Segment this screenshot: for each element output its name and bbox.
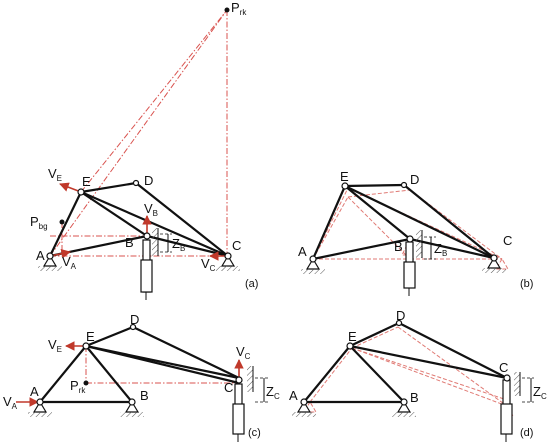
svg-text:VA: VA xyxy=(62,254,77,271)
panel-tag-c: (c) xyxy=(248,427,261,439)
dim-label-main: Z xyxy=(266,384,274,399)
vector-label-va: V xyxy=(3,394,12,409)
dim-label-main: Z xyxy=(533,384,541,399)
svg-text:ZB: ZB xyxy=(434,241,447,258)
svg-text:Prk: Prk xyxy=(70,378,86,395)
actuator-c xyxy=(232,366,254,442)
vector-label-vc: V xyxy=(201,256,210,271)
joint-label-b: B xyxy=(140,388,149,403)
dim-label-main: Z xyxy=(172,236,180,251)
dimension-zb: ZB xyxy=(424,236,447,260)
truss-members xyxy=(311,183,496,261)
truss-members xyxy=(48,181,230,258)
svg-text:VB: VB xyxy=(144,201,158,218)
panel-tag-a: (a) xyxy=(245,278,258,290)
vector-label-ve: V xyxy=(48,337,57,352)
joint-label-e: E xyxy=(86,329,95,344)
joints xyxy=(309,181,498,263)
dim-label-sub: C xyxy=(274,392,280,401)
vector-label-vc-sub: C xyxy=(210,264,216,273)
svg-text:VC: VC xyxy=(236,344,251,361)
joint-label-c: C xyxy=(499,360,508,375)
joint-label-d: D xyxy=(130,312,139,327)
labels: A B C D E (d) xyxy=(289,308,533,439)
pole-label-prk: P xyxy=(231,0,240,15)
joint-label-c: C xyxy=(503,233,512,248)
vector-label-vb: V xyxy=(144,201,153,216)
panel-b: ZB A B C D E (b) xyxy=(298,169,533,296)
svg-text:ZC: ZC xyxy=(266,384,280,401)
svg-text:VE: VE xyxy=(48,166,62,183)
joint-label-c: C xyxy=(232,238,241,253)
svg-text:VA: VA xyxy=(3,394,18,411)
joint-label-b: B xyxy=(410,390,419,405)
velocity-e-arrow xyxy=(59,182,82,193)
vector-label-va-sub: A xyxy=(71,262,77,271)
vector-label-ve: V xyxy=(48,166,57,181)
actuator-b xyxy=(140,228,159,300)
joint-label-a: A xyxy=(298,244,307,259)
svg-text:ZB: ZB xyxy=(172,236,185,253)
construction-lines xyxy=(49,9,228,257)
joints xyxy=(36,323,243,406)
dim-label-sub: B xyxy=(442,249,447,258)
panel-d: ZC A B C D E (d) xyxy=(289,308,547,442)
joint-label-d: D xyxy=(396,308,405,323)
panel-tag-d: (d) xyxy=(520,427,533,439)
supports xyxy=(292,400,416,417)
svg-text:Pbg: Pbg xyxy=(30,214,48,231)
panel-a: ZB A B C D E VE VB VA VC Prk Pbg (a) xyxy=(30,0,258,300)
dimension-zb: ZB xyxy=(160,233,185,253)
panel-tag-b: (b) xyxy=(520,278,533,290)
vector-label-vc-sub: C xyxy=(245,352,251,361)
joint-label-e: E xyxy=(82,174,91,189)
dim-label-main: Z xyxy=(434,241,442,256)
labels: A B C D E (b) xyxy=(298,169,533,290)
vector-label-ve-sub: E xyxy=(57,345,62,354)
labels: A B C D E VE VA VC Prk (c) xyxy=(3,312,261,439)
pole-label-prk-sub: rk xyxy=(79,386,87,395)
joint-label-e: E xyxy=(348,329,357,344)
dimension-zc: ZC xyxy=(522,377,547,403)
actuator-c xyxy=(500,372,521,442)
joints xyxy=(300,319,511,406)
joint-label-a: A xyxy=(30,384,39,399)
joint-label-b: B xyxy=(125,235,134,250)
svg-text:VE: VE xyxy=(48,337,62,354)
svg-text:Prk: Prk xyxy=(231,0,247,17)
joint-label-d: D xyxy=(144,173,153,188)
supports xyxy=(301,256,506,274)
truss-members xyxy=(302,321,509,404)
truss-members xyxy=(38,325,241,404)
dim-label-sub: C xyxy=(541,392,547,401)
labels: A B C D E VE VB VA VC Prk Pbg (a) xyxy=(30,0,258,290)
vector-label-vc: V xyxy=(236,344,245,359)
joint-label-c: C xyxy=(224,380,233,395)
joint-label-d: D xyxy=(410,172,419,187)
pole-label-prk: P xyxy=(70,378,79,393)
dimension-zc: ZC xyxy=(255,377,280,403)
supports xyxy=(28,400,144,417)
vector-label-ve-sub: E xyxy=(57,174,62,183)
pole-label-pbg-sub: bg xyxy=(39,222,48,231)
joint-label-a: A xyxy=(289,388,298,403)
svg-text:ZC: ZC xyxy=(533,384,547,401)
panel-c: ZC A B C D E VE VA VC Prk (c) xyxy=(3,312,280,442)
joint-label-e: E xyxy=(340,169,349,184)
joint-label-b: B xyxy=(394,239,403,254)
vector-label-va-sub: A xyxy=(12,402,18,411)
dim-label-sub: B xyxy=(180,244,185,253)
pole-label-pbg: P xyxy=(30,214,39,229)
joints xyxy=(46,7,232,260)
joint-label-a: A xyxy=(36,248,45,263)
vector-label-vb-sub: B xyxy=(153,209,158,218)
svg-text:VC: VC xyxy=(201,256,216,273)
supports xyxy=(38,254,240,271)
pole-label-prk-sub: rk xyxy=(240,8,248,17)
vector-label-va: V xyxy=(62,254,71,269)
